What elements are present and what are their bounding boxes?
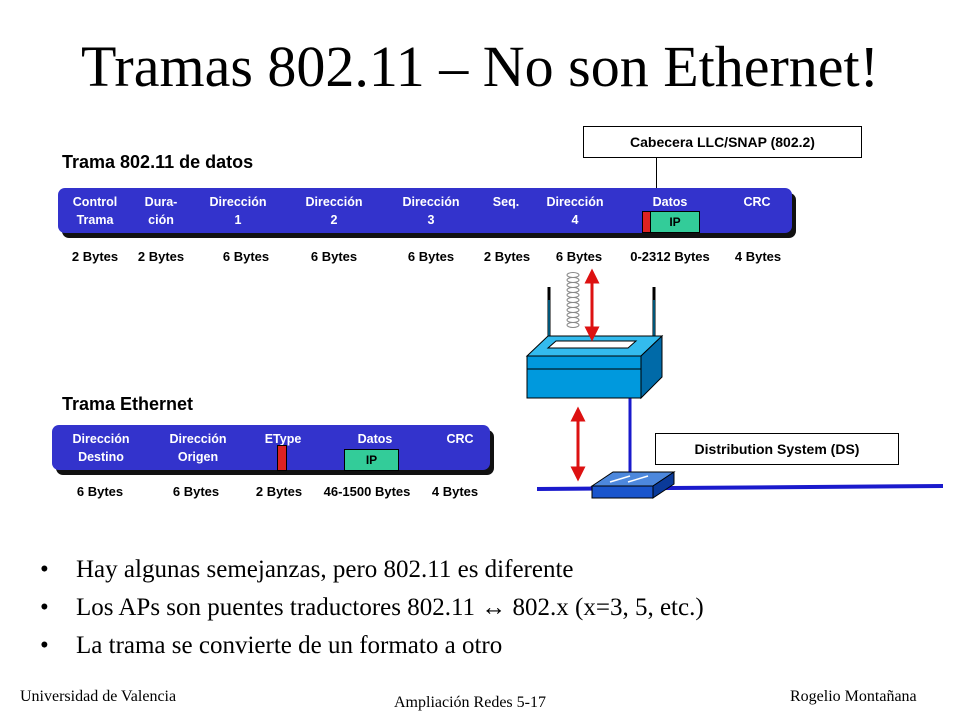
wifi-bytes-control: 2 Bytes — [71, 249, 119, 264]
ds-callout: Distribution System (DS) — [655, 433, 899, 465]
wifi-field-address-4-l1: Dirección — [546, 195, 604, 209]
wifi-field-address-4-l2: 4 — [571, 213, 579, 227]
switch-icon — [590, 471, 676, 499]
etype-marker — [277, 445, 287, 471]
eth-ip-payload: IP — [344, 449, 399, 471]
bullet-list: • Hay algunas semejanzas, pero 802.11 es … — [40, 556, 704, 670]
wifi-frame-title: Trama 802.11 de datos — [62, 152, 254, 172]
wifi-field-data-l1: Datos — [652, 195, 688, 209]
access-point-icon — [525, 334, 664, 400]
bullet-symbol: • — [40, 632, 49, 659]
wifi-field-seq-l1: Seq. — [492, 195, 520, 209]
wifi-field-address-4: Dirección 4 — [532, 188, 618, 233]
eth-frame-bar — [52, 425, 490, 470]
slide-title: Tramas 802.11 – No son Ethernet! — [81, 34, 879, 99]
wifi-field-address-2-l2: 2 — [330, 213, 338, 227]
eth-field-destination: Dirección Destino — [52, 425, 150, 470]
bullet-item: • La trama se convierte de un formato a o… — [40, 632, 704, 670]
wifi-bytes-address-1: 6 Bytes — [222, 249, 270, 264]
wifi-field-data: Datos — [618, 188, 722, 233]
bullet-symbol: • — [40, 556, 49, 583]
wifi-field-address-2-l1: Dirección — [305, 195, 363, 209]
wifi-field-duration-l1: Dura- — [144, 195, 178, 209]
eth-bytes-crc: 4 Bytes — [431, 484, 479, 499]
eth-bytes-etype: 2 Bytes — [255, 484, 303, 499]
bullet-text: La trama se convierte de un formato a ot… — [76, 632, 503, 659]
eth-bytes-destination: 6 Bytes — [76, 484, 124, 499]
wifi-field-crc: CRC — [722, 188, 792, 233]
eth-field-crc-l1: CRC — [446, 432, 474, 446]
wifi-field-control-l1: Control — [72, 195, 118, 209]
bullet-text: Hay algunas semejanzas, pero 802.11 es d… — [76, 556, 574, 583]
llc-callout-pointer — [656, 157, 657, 213]
llc-snap-callout: Cabecera LLC/SNAP (802.2) — [583, 126, 862, 158]
wifi-field-duration-l2: ción — [148, 213, 174, 227]
wifi-bytes-address-2: 6 Bytes — [310, 249, 358, 264]
wifi-bytes-address-4: 6 Bytes — [555, 249, 603, 264]
eth-field-source-l2: Origen — [177, 450, 219, 464]
eth-frame: Dirección Destino Dirección Origen EType… — [52, 425, 496, 475]
wifi-bytes-crc: 4 Bytes — [734, 249, 782, 264]
eth-bytes-source: 6 Bytes — [172, 484, 220, 499]
eth-field-destination-l1: Dirección — [72, 432, 130, 446]
footer-university: Universidad de Valencia — [20, 688, 177, 705]
eth-frame-title: Trama Ethernet — [62, 394, 194, 414]
wifi-field-address-1-l1: Dirección — [209, 195, 267, 209]
wifi-frame: Control Trama Dura- ción Dirección 1 Dir… — [58, 188, 796, 238]
wifi-field-duration: Dura- ción — [132, 188, 190, 233]
footer-course: Ampliación Redes 5-17 — [394, 694, 546, 711]
wifi-field-address-1-l2: 1 — [234, 213, 242, 227]
footer-author: Rogelio Montañana — [790, 688, 917, 705]
bullet-text: Los APs son puentes traductores 802.11 ↔… — [76, 594, 704, 621]
eth-field-etype: EType — [246, 425, 320, 470]
wifi-field-control-l2: Trama — [76, 213, 114, 227]
eth-field-source: Dirección Origen — [150, 425, 246, 470]
eth-field-etype-l1: EType — [264, 432, 302, 446]
eth-field-data-l1: Datos — [357, 432, 393, 446]
wifi-bytes-data: 0-2312 Bytes — [630, 249, 710, 264]
wifi-field-control: Control Trama — [58, 188, 132, 233]
wifi-field-address-1: Dirección 1 — [190, 188, 286, 233]
bullet-symbol: • — [40, 594, 49, 621]
wifi-bytes-seq: 2 Bytes — [483, 249, 531, 264]
bullet-item: • Hay algunas semejanzas, pero 802.11 es … — [40, 556, 704, 594]
wifi-ip-payload: IP — [650, 211, 700, 233]
wifi-field-address-3: Dirección 3 — [382, 188, 480, 233]
eth-bytes-data: 46-1500 Bytes — [323, 484, 411, 499]
wifi-field-address-2: Dirección 2 — [286, 188, 382, 233]
wifi-field-address-3-l2: 3 — [427, 213, 435, 227]
wifi-field-crc-l1: CRC — [743, 195, 771, 209]
wireless-signal-icon — [566, 272, 580, 328]
wifi-field-seq: Seq. — [480, 188, 532, 233]
eth-field-source-l1: Dirección — [169, 432, 227, 446]
bullet-item: • Los APs son puentes traductores 802.11 … — [40, 594, 704, 632]
wifi-field-address-3-l1: Dirección — [402, 195, 460, 209]
eth-field-crc: CRC — [430, 425, 490, 470]
eth-field-destination-l2: Destino — [78, 450, 124, 464]
wifi-bytes-address-3: 6 Bytes — [407, 249, 455, 264]
wifi-bytes-duration: 2 Bytes — [137, 249, 185, 264]
eth-field-data: Datos — [320, 425, 430, 470]
